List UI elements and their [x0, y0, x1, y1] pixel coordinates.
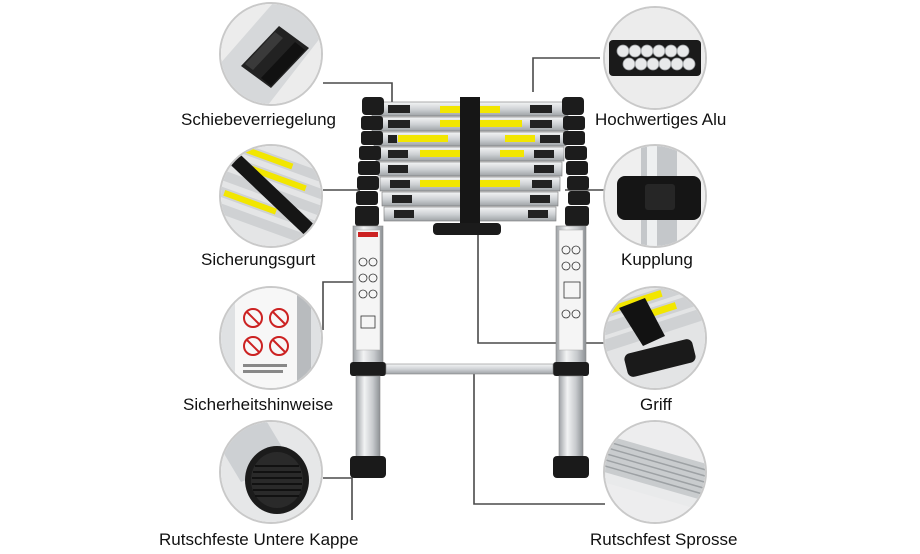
anti-slip-rung-image: [605, 422, 705, 522]
detail-circle-griff: [603, 286, 707, 390]
left-joint-stack: [355, 97, 384, 226]
left-foot-cap: [350, 456, 386, 478]
detail-circle-sicherheitshinweise: [219, 286, 323, 390]
leader-line-hochwertiges-alu: [532, 57, 600, 92]
leader-line-schiebeverriegelung: [323, 82, 393, 104]
left-leg-safety-label: [355, 229, 381, 351]
leader-line-rutschfest-sprosse: [473, 372, 605, 505]
safety-pictograms-image: [221, 288, 321, 388]
label-hochwertiges-alu: Hochwertiges Alu: [595, 110, 727, 129]
right-foot-cap: [553, 456, 589, 478]
label-griff: Griff: [640, 395, 672, 414]
detail-circle-rutschfest-sprosse: [603, 420, 707, 524]
leader-line-sicherheitshinweise: [322, 281, 356, 330]
bottom-rung-joint-right: [553, 362, 589, 376]
detail-circle-rutschfeste-kappe: [219, 420, 323, 524]
detail-circle-hochwertiges-alu: [603, 6, 707, 110]
label-rutschfest-sprosse: Rutschfest Sprosse: [590, 530, 738, 549]
detail-circle-sicherungsgurt: [219, 144, 323, 248]
label-schiebeverriegelung: Schiebeverriegelung: [181, 110, 336, 129]
right-joint-stack: [562, 97, 590, 226]
right-lower-leg: [558, 375, 584, 459]
safety-belt: [460, 97, 480, 227]
detail-circle-kupplung: [603, 144, 707, 248]
leader-line-rutschfeste-kappe: [323, 477, 353, 520]
rubber-foot-cap-image: [221, 422, 321, 522]
carry-handle: [433, 223, 501, 235]
left-lower-leg: [355, 375, 381, 459]
bottom-rung-joint-left: [350, 362, 386, 376]
label-sicherheitshinweise: Sicherheitshinweise: [183, 395, 334, 414]
detail-circle-schiebeverriegelung: [219, 2, 323, 106]
label-rutschfeste-untere-kappe: Rutschfeste Untere Kappe: [159, 530, 359, 549]
label-kupplung: Kupplung: [621, 250, 693, 269]
sliding-lock-image: [221, 4, 321, 104]
coupling-image: [605, 146, 705, 246]
aluminium-tubes-image: [605, 8, 705, 108]
safety-belt-image: [221, 146, 321, 246]
right-leg-safety-label: [558, 229, 584, 351]
bottom-rung: [385, 363, 554, 375]
label-sicherungsgurt: Sicherungsgurt: [201, 250, 316, 269]
handle-image: [605, 288, 705, 388]
